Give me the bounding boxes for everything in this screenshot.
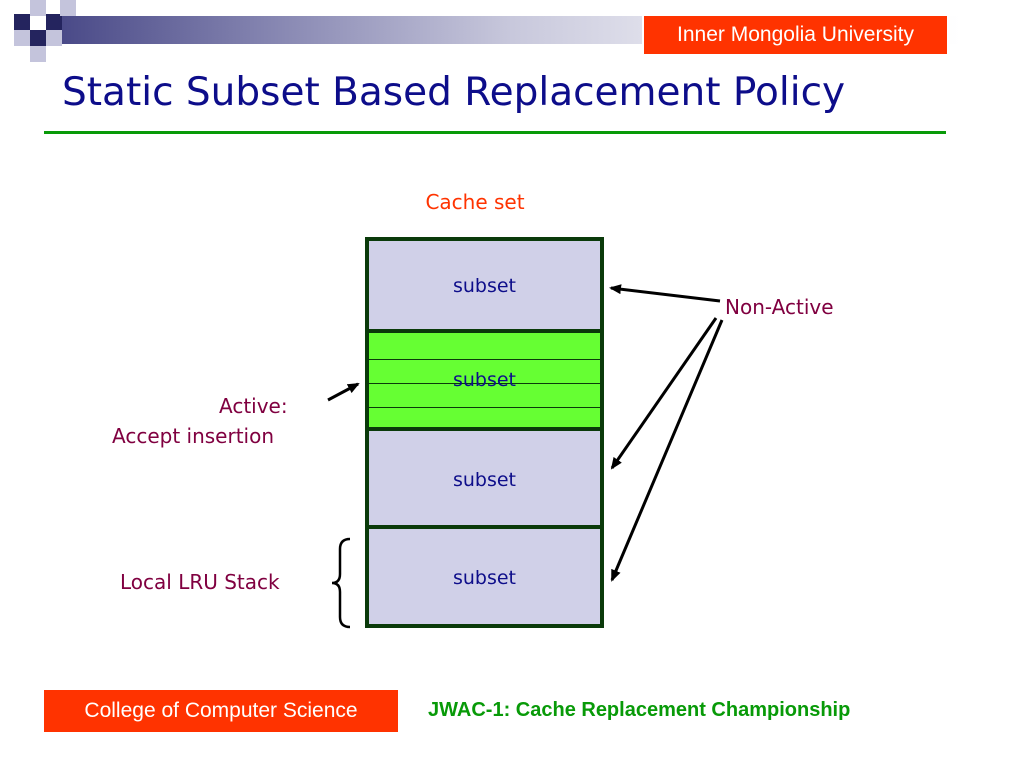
subset-label: subset bbox=[452, 469, 517, 491]
decor-square bbox=[14, 30, 30, 46]
subset-label: subset bbox=[452, 275, 517, 297]
accept-insertion-label: Accept insertion bbox=[112, 424, 275, 448]
decor-square bbox=[46, 30, 62, 46]
arrow-to-subset-1 bbox=[609, 284, 721, 303]
college-badge: College of Computer Science bbox=[44, 690, 398, 732]
decor-square bbox=[30, 46, 46, 62]
local-lru-stack-label: Local LRU Stack bbox=[120, 570, 280, 594]
cache-line-divider bbox=[369, 383, 600, 384]
decor-square bbox=[14, 14, 30, 30]
non-active-label: Non-Active bbox=[725, 295, 834, 319]
decor-square bbox=[46, 14, 62, 30]
subset-box-active: subset bbox=[365, 329, 604, 431]
lru-stack-brace bbox=[331, 537, 351, 629]
title-divider bbox=[44, 131, 946, 134]
event-title: JWAC-1: Cache Replacement Championship bbox=[428, 699, 851, 721]
decor-square bbox=[30, 30, 46, 46]
decor-square bbox=[60, 0, 76, 16]
decor-square bbox=[30, 0, 46, 16]
active-label: Active: bbox=[219, 394, 288, 418]
page-title: Static Subset Based Replacement Policy bbox=[62, 70, 846, 115]
institution-badge: Inner Mongolia University bbox=[642, 14, 949, 56]
subset-box-4: subset bbox=[365, 525, 604, 628]
arrow-to-subset-3 bbox=[610, 317, 718, 470]
cache-line-divider bbox=[369, 407, 600, 408]
subset-label: subset bbox=[452, 567, 517, 589]
arrow-to-subset-4 bbox=[610, 319, 724, 582]
cache-line-divider bbox=[369, 359, 600, 360]
subset-box-3: subset bbox=[365, 427, 604, 529]
arrow-to-active-subset bbox=[327, 382, 360, 402]
cache-set-label: Cache set bbox=[425, 190, 525, 214]
subset-label: subset bbox=[452, 369, 517, 391]
